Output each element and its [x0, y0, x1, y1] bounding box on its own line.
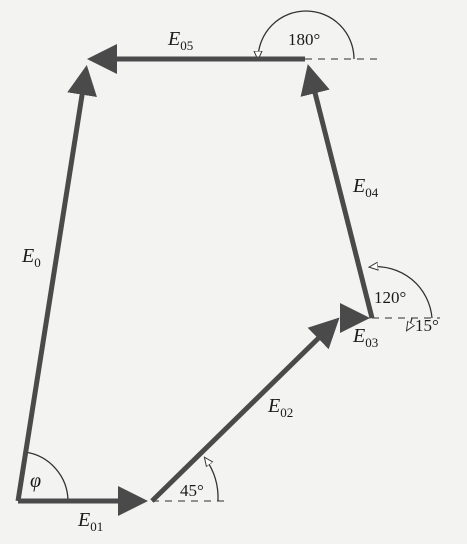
- angle-label-15: 15°: [415, 316, 439, 335]
- angle-arc-45: [205, 458, 219, 502]
- label-e04: E04: [352, 175, 379, 200]
- vector-e0: [15, 65, 97, 502]
- angle-label-180: 180°: [288, 30, 320, 49]
- angle-arc-180: [258, 10, 355, 59]
- angle-label-120: 120°: [374, 288, 406, 307]
- label-e05: E05: [167, 28, 193, 53]
- angle-arc-phi: [24, 451, 69, 502]
- vector-e04: [300, 64, 375, 319]
- vector-e02: [150, 317, 340, 503]
- label-e01: E01: [77, 509, 103, 534]
- angle-label-phi: φ: [30, 470, 41, 492]
- label-e0: E0: [21, 245, 41, 270]
- angle-arc-15: [407, 317, 412, 330]
- label-e03: E03: [352, 325, 378, 350]
- label-e02: E02: [267, 395, 293, 420]
- angle-label-45: 45°: [180, 481, 204, 500]
- angle-arc-120: [370, 267, 433, 319]
